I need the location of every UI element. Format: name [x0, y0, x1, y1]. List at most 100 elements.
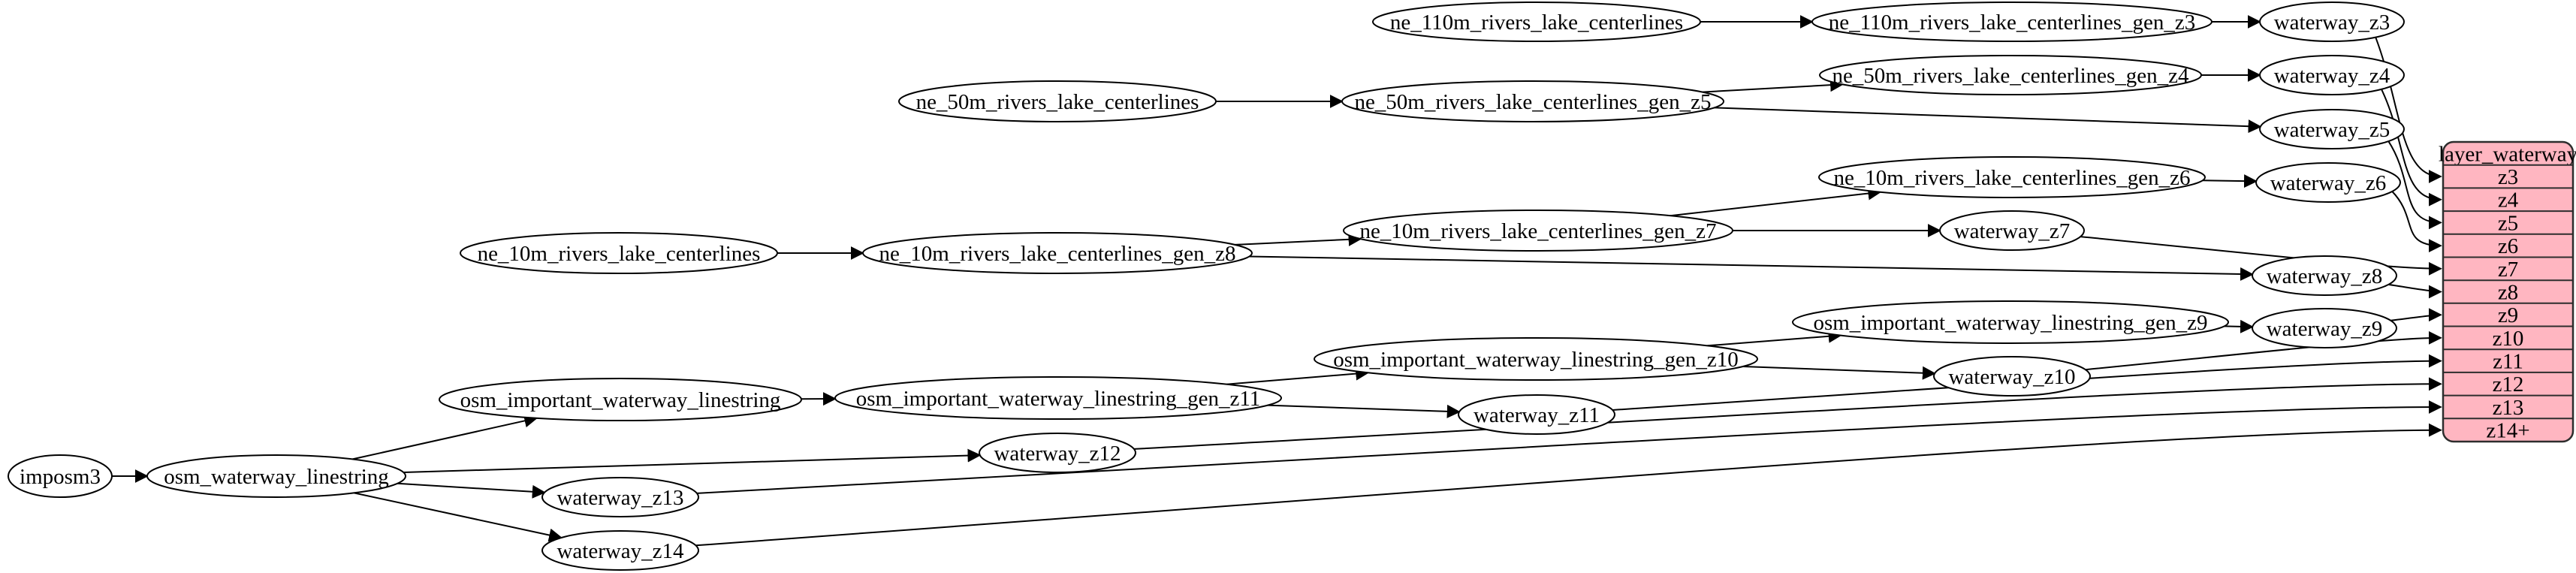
node-ne_50m_rivers_lake_centerlines: ne_50m_rivers_lake_centerlines [898, 80, 1217, 122]
edge-waterway_z5--layer_waterway-z5 [2387, 140, 2442, 230]
table-row-z9: z9 [2498, 303, 2518, 327]
node-label-osm_important_waterway_linestring_gen_z11: osm_important_waterway_linestring_gen_z1… [856, 387, 1261, 411]
node-ne_10m_rivers_lake_centerlines: ne_10m_rivers_lake_centerlines [460, 232, 778, 274]
table-row-z6: z6 [2498, 234, 2518, 258]
node-osm_important_waterway_linestring_gen_z9: osm_important_waterway_linestring_gen_z9 [1792, 300, 2229, 344]
edge-osm_important_waterway_linestring_gen_z9--waterway_z9 [2224, 319, 2254, 333]
node-ne_50m_rivers_lake_centerlines_gen_z4: ne_50m_rivers_lake_centerlines_gen_z4 [1819, 55, 2202, 95]
table-body [2442, 140, 2574, 443]
node-label-ne_50m_rivers_lake_centerlines_gen_z5: ne_50m_rivers_lake_centerlines_gen_z5 [1354, 90, 1711, 114]
node-label-waterway_z3: waterway_z3 [2274, 11, 2390, 35]
edge-waterway_z8--layer_waterway-z8 [2388, 283, 2442, 299]
node-ellipse-ne_50m_rivers_lake_centerlines [898, 80, 1217, 122]
edge-ne_50m_rivers_lake_centerlines_gen_z5--waterway_z5 [1714, 107, 2262, 134]
node-ellipse-waterway_z8 [2252, 255, 2397, 296]
node-label-imposm3: imposm3 [20, 465, 101, 489]
node-label-waterway_z9: waterway_z9 [2267, 317, 2383, 341]
node-label-ne_10m_rivers_lake_centerlines: ne_10m_rivers_lake_centerlines [478, 242, 761, 266]
node-ellipse-waterway_z7 [1939, 210, 2085, 251]
node-ellipse-waterway_z4 [2259, 55, 2405, 95]
edge-ne_10m_rivers_lake_centerlines_gen_z7--ne_10m_rivers_lake_centerlines_gen_z6 [1670, 186, 1882, 217]
edge-waterway_z12--layer_waterway-z12 [1133, 377, 2442, 450]
edge-ne_50m_rivers_lake_centerlines_gen_z5--ne_50m_rivers_lake_centerlines_gen_z4 [1702, 78, 1845, 93]
node-waterway_z12: waterway_z12 [979, 433, 1136, 473]
edge-waterway_z10--layer_waterway-z10 [2085, 330, 2442, 371]
table-row-z11: z11 [2493, 350, 2523, 374]
node-ne_110m_rivers_lake_centerlines: ne_110m_rivers_lake_centerlines [1372, 2, 1701, 42]
edge-waterway_z14--layer_waterway-z14+ [695, 423, 2442, 547]
edge-osm_important_waterway_linestring_gen_z10--osm_important_waterway_linestring_gen_z9 [1707, 329, 1842, 347]
node-ne_10m_rivers_lake_centerlines_gen_z6: ne_10m_rivers_lake_centerlines_gen_z6 [1818, 156, 2206, 198]
edge-ne_10m_rivers_lake_centerlines_gen_z8--waterway_z8 [1249, 255, 2254, 282]
node-ellipse-ne_10m_rivers_lake_centerlines_gen_z8 [862, 232, 1253, 274]
node-ellipse-waterway_z11 [1458, 394, 1615, 435]
edge-osm_waterway_linestring--osm_important_waterway_linestring [352, 414, 538, 460]
node-ne_10m_rivers_lake_centerlines_gen_z8: ne_10m_rivers_lake_centerlines_gen_z8 [862, 232, 1253, 274]
node-label-waterway_z4: waterway_z4 [2274, 64, 2390, 88]
table-row-z5: z5 [2498, 211, 2518, 235]
node-ellipse-imposm3 [8, 454, 113, 498]
table-row-z10: z10 [2493, 327, 2524, 351]
table-row-z7: z7 [2498, 258, 2518, 282]
node-osm_important_waterway_linestring_gen_z10: osm_important_waterway_linestring_gen_z1… [1314, 337, 1758, 381]
node-label-ne_110m_rivers_lake_centerlines_gen_z3: ne_110m_rivers_lake_centerlines_gen_z3 [1829, 11, 2196, 35]
node-waterway_z3: waterway_z3 [2259, 2, 2405, 42]
node-label-ne_110m_rivers_lake_centerlines: ne_110m_rivers_lake_centerlines [1390, 11, 1683, 35]
node-waterway_z14: waterway_z14 [541, 530, 699, 571]
node-waterway_z7: waterway_z7 [1939, 210, 2085, 251]
nodes-layer: imposm3 osm_waterway_linestring osm_import… [8, 2, 2405, 571]
node-label-waterway_z13: waterway_z13 [557, 486, 683, 510]
node-ellipse-waterway_z12 [979, 433, 1136, 473]
edge-osm_important_waterway_linestring_gen_z11--osm_important_waterway_linestring_gen_z10 [1226, 366, 1370, 385]
node-imposm3: imposm3 [8, 454, 113, 498]
node-osm_waterway_linestring: osm_waterway_linestring [146, 454, 406, 498]
node-ellipse-waterway_z14 [541, 530, 699, 571]
node-waterway_z11: waterway_z11 [1458, 394, 1615, 435]
node-ellipse-waterway_z10 [1933, 356, 2091, 397]
node-ellipse-ne_110m_rivers_lake_centerlines_gen_z3 [1811, 2, 2213, 42]
edge-waterway_z11--layer_waterway-z11 [1612, 354, 2442, 411]
node-label-waterway_z10: waterway_z10 [1948, 365, 2075, 389]
node-label-osm_important_waterway_linestring_gen_z9: osm_important_waterway_linestring_gen_z9 [1813, 311, 2207, 335]
node-label-ne_10m_rivers_lake_centerlines_gen_z8: ne_10m_rivers_lake_centerlines_gen_z8 [879, 242, 1235, 266]
node-ellipse-waterway_z5 [2259, 109, 2405, 149]
node-ellipse-osm_important_waterway_linestring_gen_z10 [1314, 337, 1758, 381]
node-label-osm_waterway_linestring: osm_waterway_linestring [164, 465, 389, 489]
edge-waterway_z7--layer_waterway-z7 [2080, 236, 2442, 276]
edge-osm_important_waterway_linestring_gen_z10--waterway_z10 [1742, 366, 1936, 380]
table-row-z14+: z14+ [2486, 419, 2529, 443]
node-label-waterway_z7: waterway_z7 [1954, 219, 2071, 243]
table-row-z13: z13 [2493, 396, 2524, 420]
node-label-ne_50m_rivers_lake_centerlines: ne_50m_rivers_lake_centerlines [916, 90, 1199, 114]
node-ellipse-waterway_z6 [2255, 162, 2401, 203]
node-ellipse-ne_110m_rivers_lake_centerlines [1372, 2, 1701, 42]
node-waterway_z10: waterway_z10 [1933, 356, 2091, 397]
node-label-waterway_z8: waterway_z8 [2267, 264, 2383, 288]
edge-osm_waterway_linestring--waterway_z13 [397, 482, 546, 499]
node-ellipse-waterway_z3 [2259, 2, 2405, 42]
node-label-waterway_z12: waterway_z12 [994, 442, 1121, 466]
node-label-ne_10m_rivers_lake_centerlines_gen_z6: ne_10m_rivers_lake_centerlines_gen_z6 [1833, 166, 2190, 190]
edge-ne_10m_rivers_lake_centerlines_gen_z8--ne_10m_rivers_lake_centerlines_gen_z7 [1235, 232, 1362, 246]
node-ne_50m_rivers_lake_centerlines_gen_z5: ne_50m_rivers_lake_centerlines_gen_z5 [1341, 80, 1724, 122]
node-label-osm_important_waterway_linestring_gen_z10: osm_important_waterway_linestring_gen_z1… [1333, 348, 1739, 372]
node-ellipse-osm_waterway_linestring [146, 454, 406, 498]
table-row-z12: z12 [2493, 372, 2524, 397]
node-osm_important_waterway_linestring_gen_z11: osm_important_waterway_linestring_gen_z1… [834, 376, 1282, 420]
node-ellipse-waterway_z9 [2252, 308, 2397, 348]
node-waterway_z4: waterway_z4 [2259, 55, 2405, 95]
node-ne_10m_rivers_lake_centerlines_gen_z7: ne_10m_rivers_lake_centerlines_gen_z7 [1343, 210, 1733, 252]
node-ellipse-waterway_z13 [541, 477, 699, 517]
edge-waterway_z4--layer_waterway-z4 [2381, 89, 2442, 207]
node-ellipse-ne_10m_rivers_lake_centerlines_gen_z7 [1343, 210, 1733, 252]
node-label-ne_50m_rivers_lake_centerlines_gen_z4: ne_50m_rivers_lake_centerlines_gen_z4 [1832, 64, 2189, 88]
node-label-waterway_z6: waterway_z6 [2270, 171, 2387, 195]
node-osm_important_waterway_linestring: osm_important_waterway_linestring [439, 378, 802, 421]
edge-waterway_z6--layer_waterway-z6 [2391, 191, 2442, 253]
node-ne_110m_rivers_lake_centerlines_gen_z3: ne_110m_rivers_lake_centerlines_gen_z3 [1811, 2, 2213, 42]
edge-ne_10m_rivers_lake_centerlines_gen_z6--waterway_z6 [2202, 174, 2258, 188]
node-ellipse-osm_important_waterway_linestring_gen_z11 [834, 376, 1282, 420]
node-waterway_z8: waterway_z8 [2252, 255, 2397, 296]
